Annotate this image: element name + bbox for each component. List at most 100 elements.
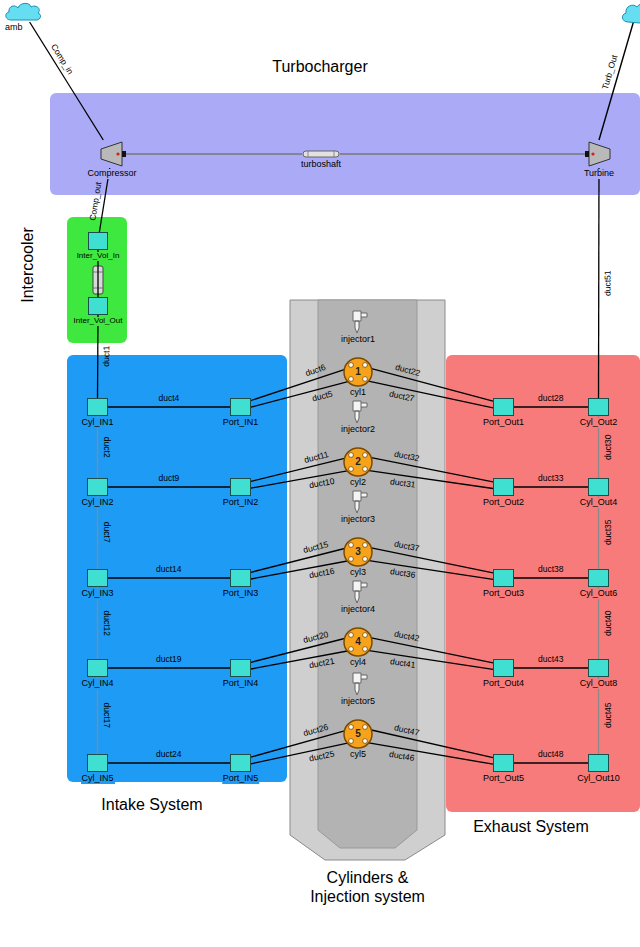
duct-label: duct51 xyxy=(603,269,612,297)
volume-box: Cyl_IN3 xyxy=(87,569,108,587)
duct-line xyxy=(126,153,302,154)
band-heading: Intercooler xyxy=(19,227,37,303)
duct-label: duct1 xyxy=(102,345,111,368)
injector-symbol-graphic xyxy=(348,672,368,696)
volume-box: Cyl_IN2 xyxy=(87,478,108,496)
band-heading: Cylinders & Injection system xyxy=(305,868,430,906)
duct-label: duct35 xyxy=(603,518,612,546)
volume-box: Cyl_Out6 xyxy=(588,569,609,587)
cylinder-circle: 4cyl4 xyxy=(343,627,373,657)
valve-dot xyxy=(349,543,354,548)
volume-box: Port_Out2 xyxy=(493,478,514,496)
component-label: injector5 xyxy=(340,697,376,707)
valve-dot xyxy=(349,647,354,652)
injector-outline xyxy=(353,581,367,603)
duct-line xyxy=(108,667,230,668)
injector-symbol-graphic xyxy=(348,490,368,514)
band-fill xyxy=(67,355,287,782)
duct-label: duct42 xyxy=(392,630,421,644)
port-dot xyxy=(116,152,119,155)
shaft-coupling xyxy=(122,151,126,157)
component-label: Port_IN5 xyxy=(222,774,260,784)
component-label: cyl2 xyxy=(349,478,367,488)
duct-line xyxy=(514,406,588,407)
duct-label: duct37 xyxy=(392,540,421,554)
shaft-ring xyxy=(308,151,309,157)
band-heading: Turbocharger xyxy=(50,58,590,76)
component-label: Inter_Vol_In xyxy=(76,252,121,261)
component-label: Cyl_IN1 xyxy=(80,418,114,428)
component-label: Cyl_IN3 xyxy=(80,589,114,599)
duct-label: duct26 xyxy=(301,722,330,738)
injector-symbol-graphic xyxy=(348,310,368,334)
component-label: Port_IN1 xyxy=(222,418,260,428)
component-label: Cyl_IN4 xyxy=(80,679,114,689)
component-label: injector1 xyxy=(340,335,376,345)
duct-line xyxy=(108,577,230,578)
duct-label: duct48 xyxy=(537,750,565,759)
duct-label: duct30 xyxy=(603,433,612,461)
band-heading: Intake System xyxy=(67,796,237,814)
valve-dot xyxy=(349,377,354,382)
valve-dot xyxy=(349,557,354,562)
cylinder-body xyxy=(344,628,372,656)
component-label: Port_Out5 xyxy=(482,774,525,784)
duct-label: duct33 xyxy=(537,474,565,483)
duct-label: duct25 xyxy=(308,750,337,764)
volume-box: Port_Out1 xyxy=(493,398,514,416)
component-label: Cyl_Out2 xyxy=(579,418,619,428)
valve-dot xyxy=(363,633,368,638)
duct-label: duct4 xyxy=(158,394,181,403)
duct-label: duct5 xyxy=(311,389,335,403)
component-label: Cyl_Out6 xyxy=(579,589,619,599)
injector-outline xyxy=(353,311,367,333)
shaft-body xyxy=(303,151,339,157)
volume-box: Cyl_Out4 xyxy=(588,478,609,496)
valve-dot xyxy=(349,363,354,368)
duct-label: duct20 xyxy=(302,630,331,645)
duct-label: duct40 xyxy=(603,609,612,637)
duct-label: duct36 xyxy=(388,567,416,580)
component-label: cyl3 xyxy=(349,568,367,578)
valve-dot xyxy=(363,647,368,652)
band-fill xyxy=(50,93,640,195)
duct-label: duct22 xyxy=(393,362,422,377)
component-label: Cyl_Out10 xyxy=(576,774,621,784)
cylinder-body xyxy=(344,538,372,566)
component-label: Cyl_Out4 xyxy=(579,498,619,508)
duct-line xyxy=(251,743,348,764)
component-label: Port_Out1 xyxy=(482,418,525,428)
duct-line xyxy=(369,471,493,489)
duct-label: duct32 xyxy=(392,449,421,463)
volume-box: Cyl_IN5 xyxy=(87,754,108,772)
volume-box: Cyl_IN4 xyxy=(87,659,108,677)
valve-dot xyxy=(349,725,354,730)
duct-line xyxy=(369,651,493,670)
injector-symbol: injector3 xyxy=(348,490,368,514)
duct-label: duct38 xyxy=(537,565,565,574)
system-band: TurbochargerCompressorturboshaftTurbine xyxy=(50,93,640,195)
duct-line xyxy=(369,743,493,764)
duct-line xyxy=(514,667,588,668)
cylinder-number: 5 xyxy=(343,719,373,749)
component-label: cyl4 xyxy=(349,658,367,668)
turbine-symbol-graphic xyxy=(585,140,613,168)
band-fill xyxy=(446,355,640,812)
duct-label: duct43 xyxy=(537,655,565,664)
duct-label: Comp_in xyxy=(49,41,75,76)
volume-box: Cyl_IN1 xyxy=(87,398,108,416)
duct-label: duct12 xyxy=(102,609,111,637)
duct-line xyxy=(598,168,600,398)
cylinder-number: 1 xyxy=(343,357,373,387)
valve-dot xyxy=(363,557,368,562)
duct-line xyxy=(340,153,585,154)
injector-symbol: injector4 xyxy=(348,580,368,604)
cylinder-circle: 5cyl5 xyxy=(343,719,373,749)
duct-label: duct45 xyxy=(603,701,612,729)
outlet-line xyxy=(599,20,634,140)
duct-line xyxy=(514,486,588,487)
component-label: turboshaft xyxy=(300,160,342,170)
duct-line xyxy=(97,315,99,398)
band-fill xyxy=(67,217,127,343)
valve-dot xyxy=(363,739,368,744)
